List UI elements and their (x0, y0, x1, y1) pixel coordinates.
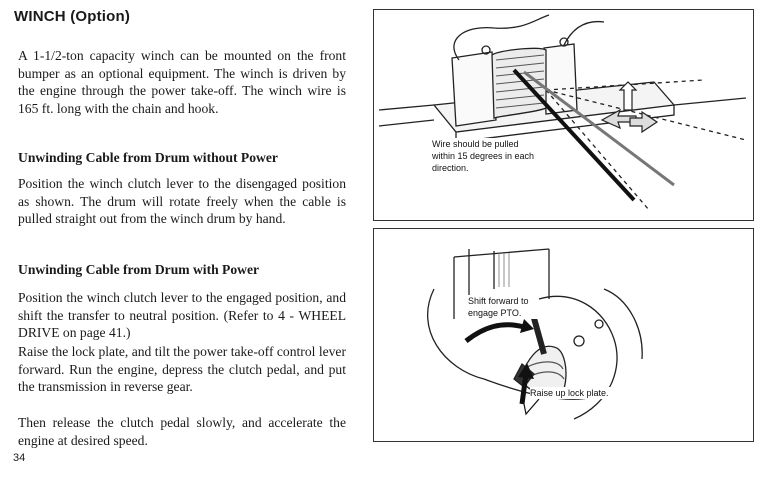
section-heading-without-power: Unwinding Cable from Drum without Power (18, 150, 278, 165)
section-body-with-power-3: Then release the clutch pedal slowly, an… (18, 415, 346, 448)
section-body-without-power: Position the winch clutch lever to the d… (18, 176, 346, 227)
section-heading-with-power: Unwinding Cable from Drum with Power (18, 262, 260, 277)
section-body-with-power-1: Position the winch clutch lever to the e… (18, 290, 346, 341)
winch-illustration (378, 14, 747, 211)
intro-paragraph: A 1-1/2-ton capacity winch can be mounte… (18, 48, 346, 116)
pto-lever-illustration (427, 248, 643, 420)
pto-lever-figure: Shift forward to engage PTO. Raise up lo… (373, 228, 754, 442)
page-title: WINCH (Option) (14, 8, 131, 25)
shift-forward-callout: Shift forward to engage PTO. (468, 295, 538, 319)
lock-plate-callout: Raise up lock plate. (530, 387, 640, 399)
section-body-with-power-2: Raise the lock plate, and tilt the power… (18, 344, 346, 395)
wire-angle-callout: Wire should be pulled within 15 degrees … (432, 138, 542, 174)
page-number: 34 (13, 452, 26, 464)
winch-wire-angle-figure: Wire should be pulled within 15 degrees … (373, 9, 754, 221)
